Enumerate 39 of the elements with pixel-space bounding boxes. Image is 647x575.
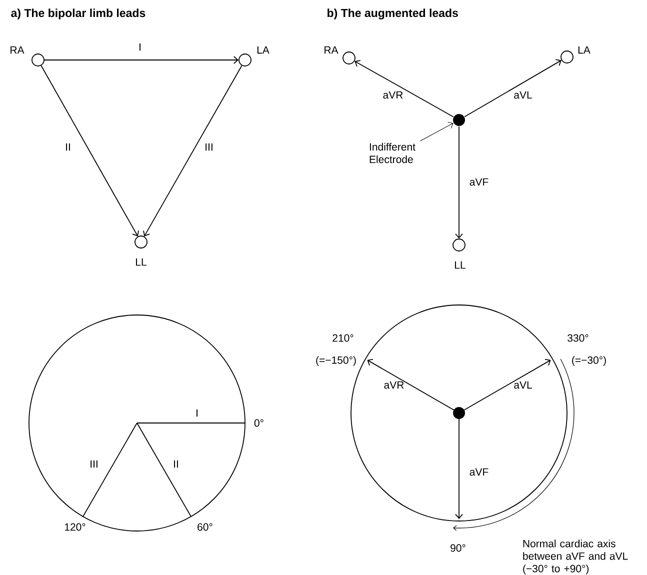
angle-label: (=−30°) (572, 356, 606, 366)
lead-label: II (174, 460, 178, 468)
edge-label: aVR (382, 90, 404, 100)
callout-text: Indifferent Electrode (370, 142, 416, 164)
angle-label: 60° (198, 523, 212, 531)
angle-label: 0° (254, 419, 264, 427)
edge-label: II (64, 142, 72, 152)
angle-label: 210° (332, 334, 354, 342)
electrode-dot (453, 114, 465, 126)
lead-label: aVR (384, 381, 404, 389)
electrode-label: LL (136, 258, 146, 266)
electrode-label: RA (324, 46, 338, 54)
angle-label: 330° (568, 334, 588, 342)
electrode-label: LA (257, 46, 270, 54)
lead-label: aVF (470, 468, 488, 476)
lead-label: aVL (514, 381, 532, 389)
electrode-label: LL (455, 261, 466, 269)
lead-arrow (40, 65, 140, 236)
angle-label: 90° (450, 544, 466, 552)
lead-arrow (464, 59, 562, 118)
panel-title: b) The augmented leads (328, 8, 458, 20)
electrode-label: RA (10, 46, 24, 54)
lead-label: I (196, 409, 198, 417)
lead-label: III (90, 460, 98, 468)
leader-line (420, 122, 454, 142)
angle-label: (=−150°) (316, 356, 356, 366)
angle-label: 120° (64, 523, 86, 531)
electrode-label: LA (578, 46, 590, 54)
edge-label: I (138, 42, 142, 52)
edge-label: aVL (512, 90, 534, 100)
lead-arrow (44, 56, 239, 64)
edge-label: III (204, 142, 214, 152)
electrode-dot (453, 407, 465, 419)
edge-label: aVF (468, 177, 490, 187)
lead-arrow (143, 65, 242, 236)
panel-title: a) The bipolar limb leads (11, 8, 146, 20)
lead-arrow (455, 126, 463, 239)
note-text: Normal cardiac axis between aVF and aVL (−30° to +90°) (523, 540, 628, 574)
lead-arrow (354, 60, 454, 118)
